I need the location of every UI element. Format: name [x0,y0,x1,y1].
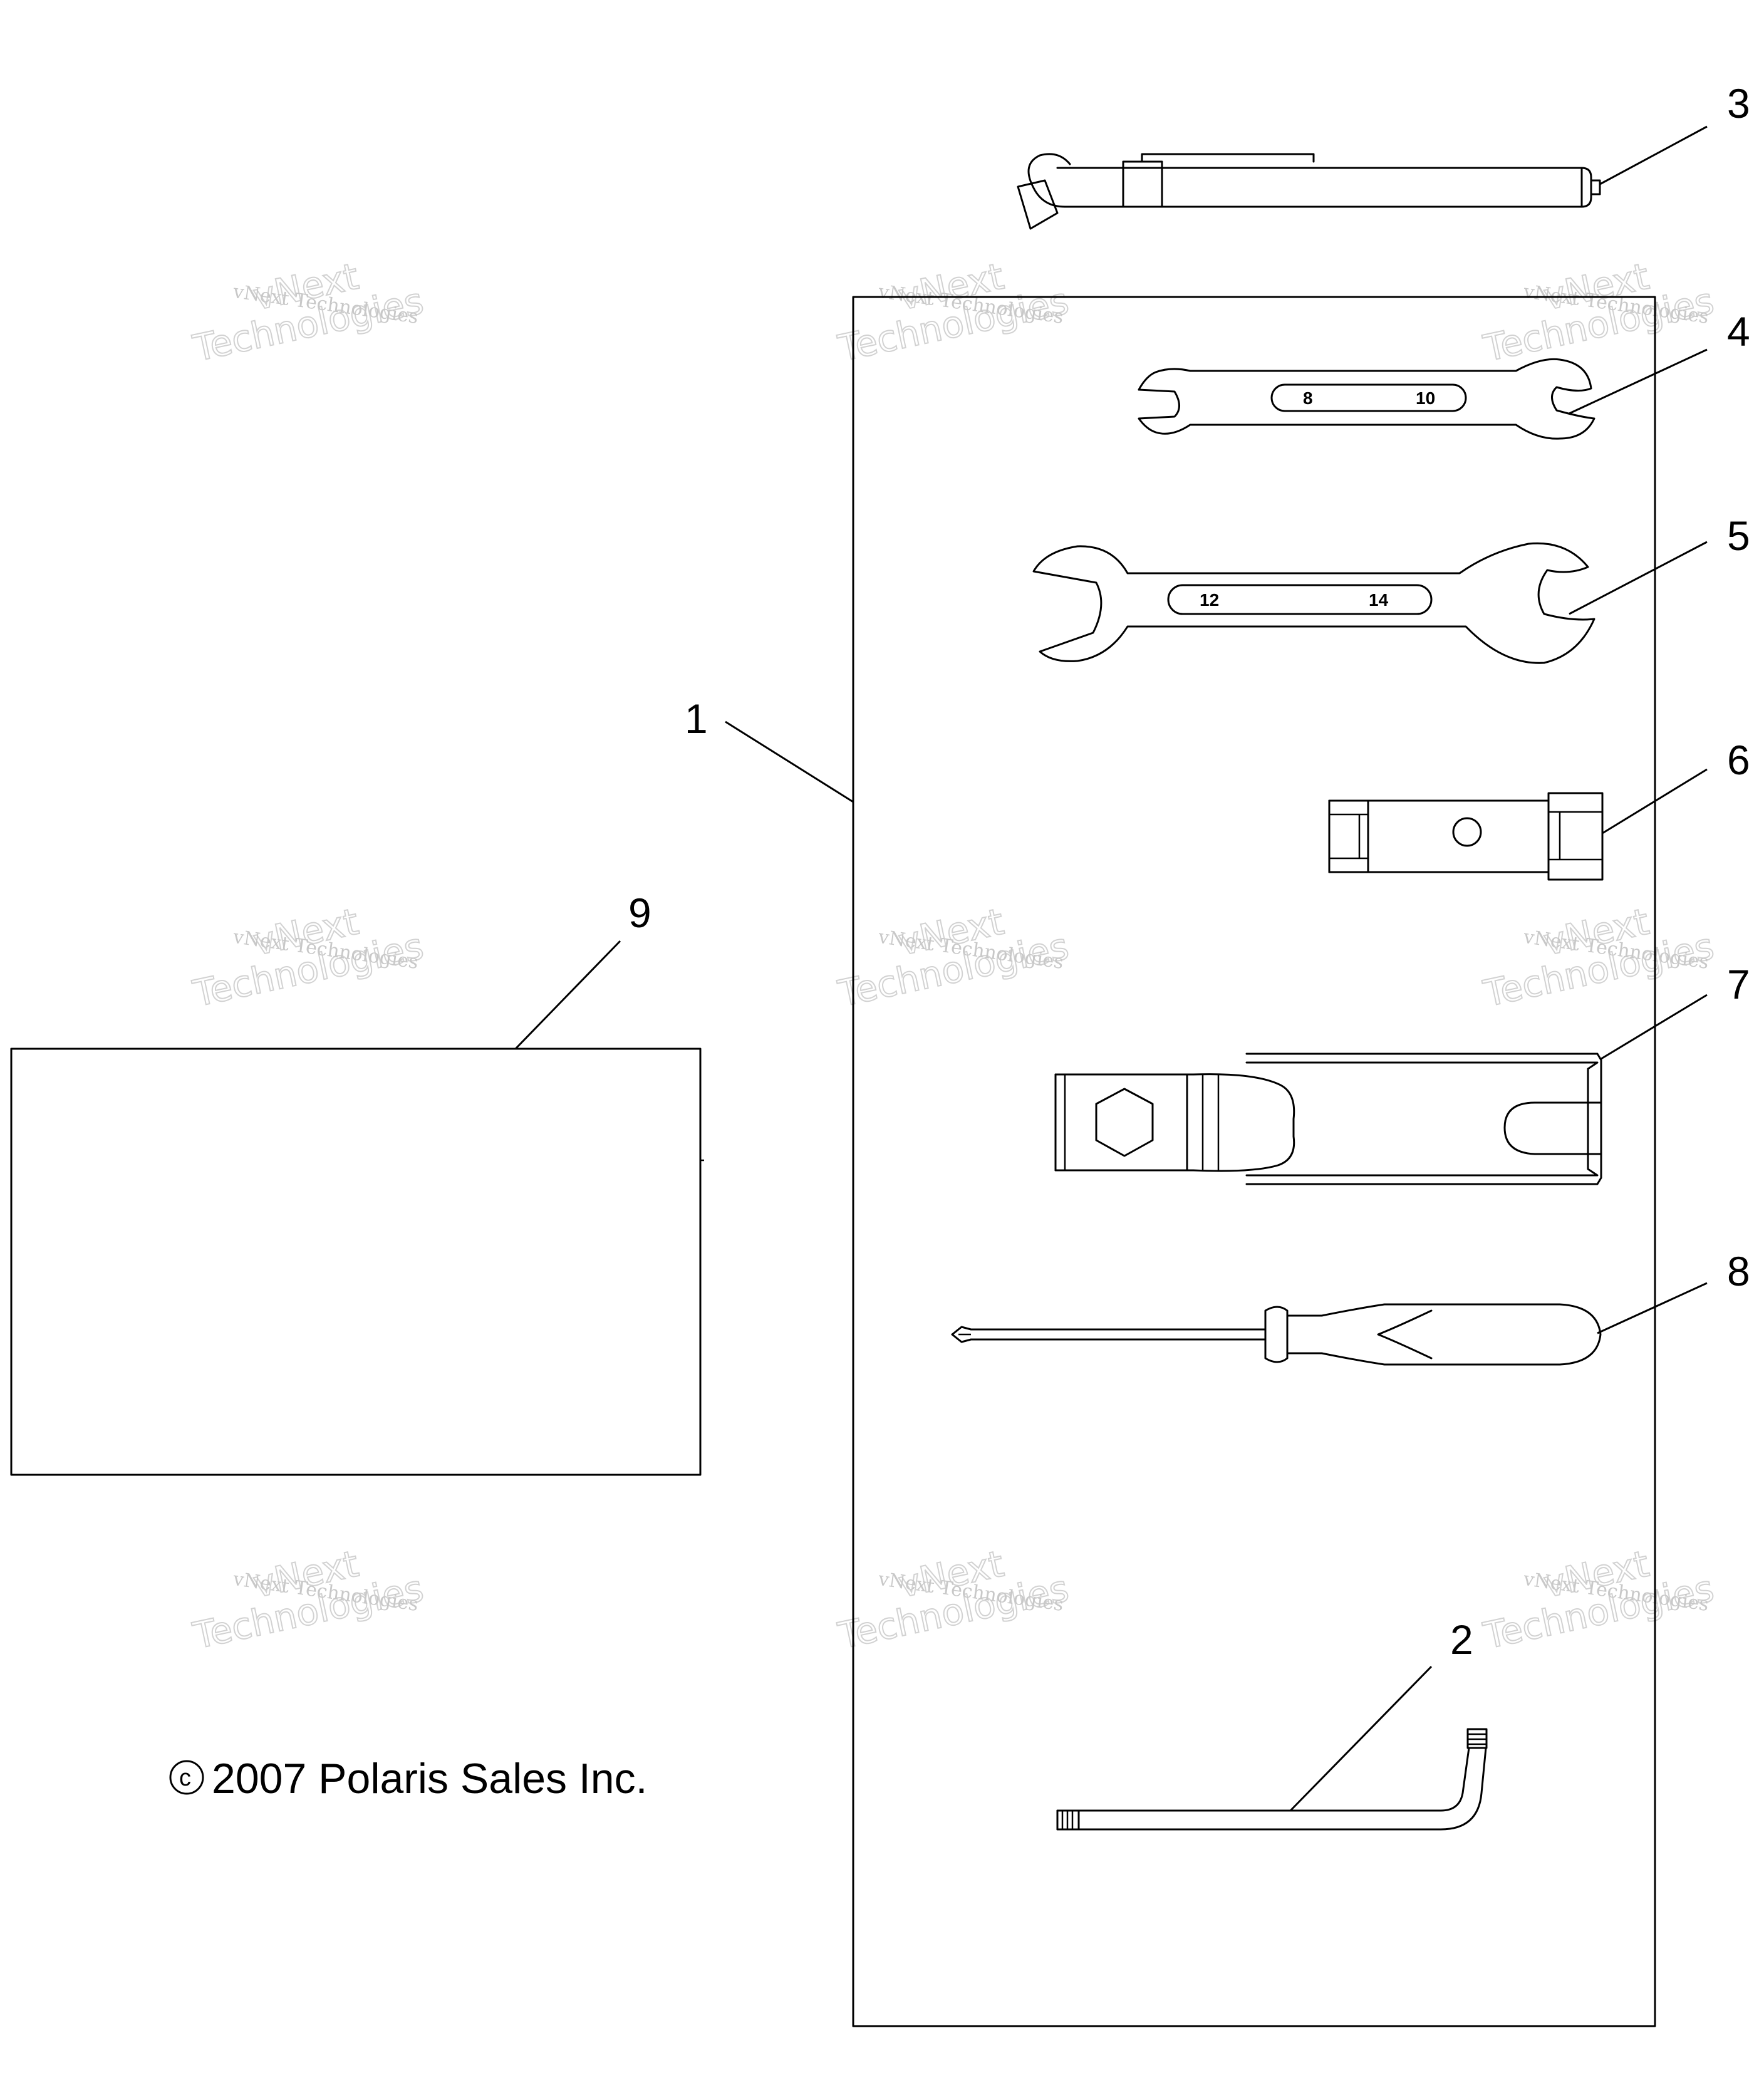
callout-1: 1 [685,695,708,742]
callout-labels: 1 2 3 4 5 6 7 8 9 [628,80,1750,1663]
l-shaped-hex-key [1056,1728,1488,1831]
callout-6: 6 [1727,737,1750,783]
socket-handle-tool [1017,153,1601,230]
watermark: Technologies vNext vNext Technologies [834,900,1073,1016]
callout-7: 7 [1727,961,1750,1007]
wrench-size-label: 14 [1369,590,1389,610]
callout-2: 2 [1450,1616,1473,1663]
watermark: Technologies vNext vNext Technologies [834,254,1073,371]
copyright-text: 2007 Polaris Sales Inc. [212,1755,648,1802]
wrench-size-label: 12 [1200,590,1219,610]
watermark: Technologies vNext vNext Technologies [1479,1542,1718,1658]
phillips-screwdriver [951,1303,1602,1366]
watermark: Technologies vNext vNext Technologies [1479,254,1718,371]
open-end-wrench-8-10: 8 10 [1138,358,1595,440]
wrench-size-label: 8 [1303,388,1313,408]
spark-plug-socket [1328,792,1604,881]
callout-8: 8 [1727,1248,1750,1294]
wrench-size-label: 10 [1416,388,1435,408]
hex-box-wrench [1054,1053,1602,1185]
watermark: Technologies vNext vNext Technologies [189,1542,428,1658]
watermark: Technologies vNext vNext Technologies [189,254,428,371]
watermarks: Technologies vNext vNext Technologies Te… [189,254,1718,1658]
leader-lines [514,125,1708,1812]
callout-9: 9 [628,890,651,936]
callout-3: 3 [1727,80,1750,127]
open-end-wrench-12-14: 12 14 [1032,542,1595,664]
owner-manual-card [10,1048,702,1476]
watermark: Technologies vNext vNext Technologies [1479,900,1718,1016]
copyright-circle-icon [169,1760,204,1795]
tool-pouch-outline [852,296,1656,2027]
copyright-notice: c 2007 Polaris Sales Inc. [169,1755,648,1802]
callout-4: 4 [1727,308,1750,355]
watermark: Technologies vNext vNext Technologies [189,900,428,1016]
callout-5: 5 [1727,512,1750,559]
watermark: Technologies vNext vNext Technologies [834,1542,1073,1658]
copyright-symbol: c [179,1765,191,1791]
